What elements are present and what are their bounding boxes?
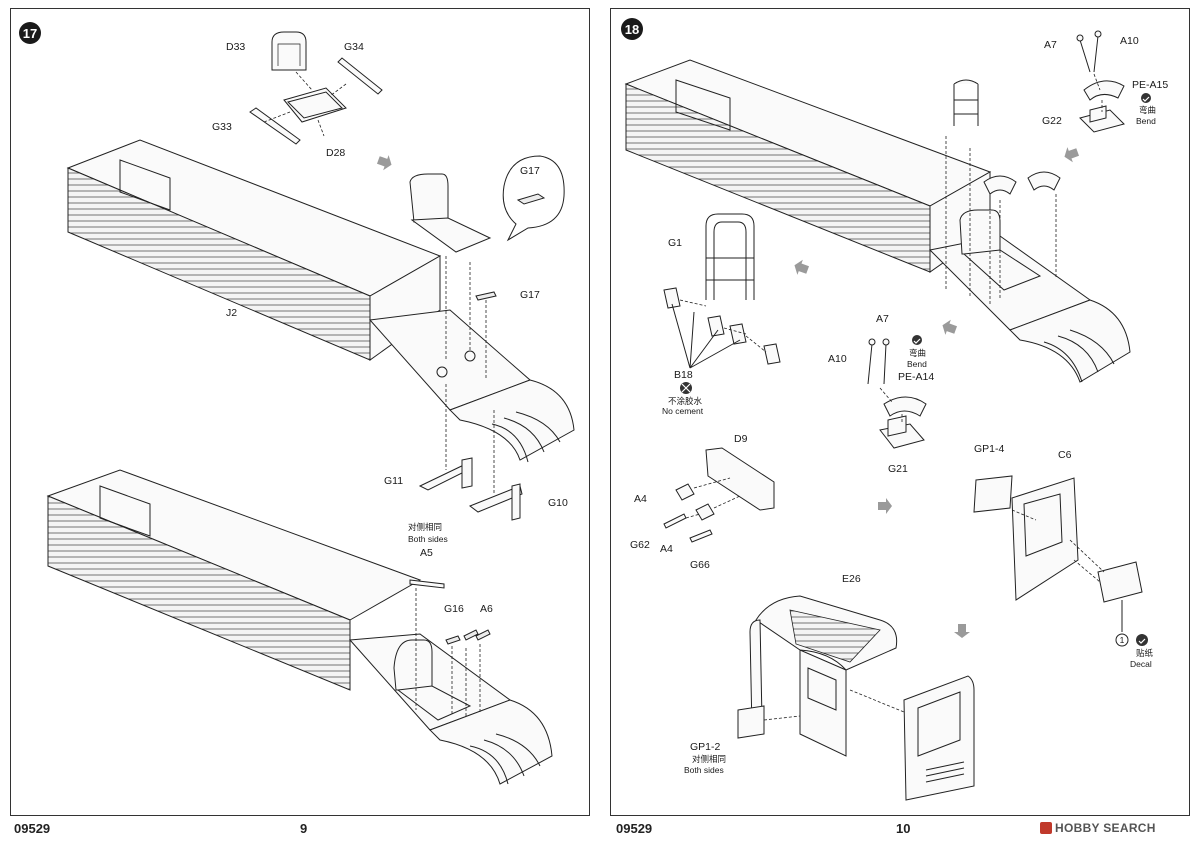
label-gp1-4: GP1-4: [974, 443, 1005, 455]
label-bend-cn: 弯曲: [909, 348, 926, 358]
watermark: HOBBY SEARCH: [1040, 821, 1156, 835]
label-g33: G33: [212, 121, 232, 133]
label-no-cement-cn: 不涂胶水: [668, 396, 703, 406]
label-decal-cn: 贴纸: [1136, 648, 1154, 658]
label-d9: D9: [734, 433, 748, 445]
g17-callout: [502, 155, 565, 242]
step-17-badge: 17: [19, 22, 41, 44]
label-b18: B18: [674, 369, 693, 381]
step-18-badge: 18: [621, 18, 643, 40]
label-bend-cn-top: 弯曲: [1139, 105, 1156, 115]
label-c6: C6: [1058, 449, 1072, 461]
label-bend-top: Bend: [1136, 116, 1156, 126]
small-parts-a6-g16: [445, 629, 491, 645]
panel-d9: [663, 447, 775, 543]
label-both-sides-cn-17: 对侧相同: [408, 522, 442, 532]
label-g66: G66: [690, 559, 710, 571]
label-a6: A6: [480, 603, 493, 615]
svg-text:18: 18: [625, 22, 639, 37]
page-number-left: 9: [300, 821, 308, 836]
label-pe-a15: PE-A15: [1132, 79, 1168, 91]
label-a5: A5: [420, 547, 433, 559]
label-gp1-2: GP1-2: [690, 741, 721, 753]
label-both-sides-18: Both sides: [684, 765, 724, 775]
label-g34: G34: [344, 41, 364, 53]
chassis-lower-17: [46, 469, 553, 785]
label-g10: G10: [548, 497, 568, 509]
label-d28: D28: [326, 147, 345, 159]
label-g11: G11: [384, 475, 403, 487]
label-a7-top: A7: [1044, 39, 1057, 51]
label-a10-top: A10: [1120, 35, 1139, 47]
label-decal-num: 1: [1120, 635, 1125, 645]
cab-e26: [737, 595, 975, 801]
chassis-18: [624, 59, 1131, 383]
svg-text:17: 17: [23, 26, 37, 41]
label-e26: E26: [842, 573, 861, 585]
label-a7: A7: [876, 313, 889, 325]
lever-subassembly-middle: [867, 338, 927, 449]
page-number-right: 10: [896, 821, 911, 836]
bend-icon: [912, 335, 922, 345]
label-j2: J2: [226, 307, 237, 319]
label-bend: Bend: [907, 359, 927, 369]
label-g17-callout: G17: [520, 165, 540, 177]
label-no-cement: No cement: [662, 406, 704, 416]
label-g62: G62: [630, 539, 650, 551]
no-cement-icon: [680, 382, 692, 394]
label-a4-1: A4: [634, 493, 647, 505]
decal-icon: [1136, 634, 1148, 646]
footer-code-left: 09529: [14, 821, 51, 836]
seat-subassembly-17: [249, 31, 383, 145]
label-both-sides-17: Both sides: [408, 534, 448, 544]
handrail-g1: [663, 213, 781, 365]
label-a10: A10: [828, 353, 847, 365]
label-g1: G1: [668, 237, 682, 249]
brackets-17: [418, 384, 523, 521]
label-d33: D33: [226, 41, 245, 53]
label-g16: G16: [444, 603, 464, 615]
label-pe-a14: PE-A14: [898, 371, 934, 383]
label-a4-2: A4: [660, 543, 673, 555]
hobby-search-logo-icon: [1040, 822, 1052, 834]
label-both-sides-cn-18: 对侧相同: [692, 754, 726, 764]
label-g22: G22: [1042, 115, 1062, 127]
bend-icon-top: [1141, 93, 1151, 103]
panel-c6: [973, 475, 1143, 632]
label-decal: Decal: [1130, 659, 1152, 669]
label-g21: G21: [888, 463, 908, 475]
label-g17: G17: [520, 289, 540, 301]
chassis-upper-17: [66, 139, 575, 463]
watermark-text: HOBBY SEARCH: [1055, 821, 1156, 835]
footer-code-right: 09529: [616, 821, 653, 836]
lever-subassembly-top: [1076, 30, 1125, 133]
